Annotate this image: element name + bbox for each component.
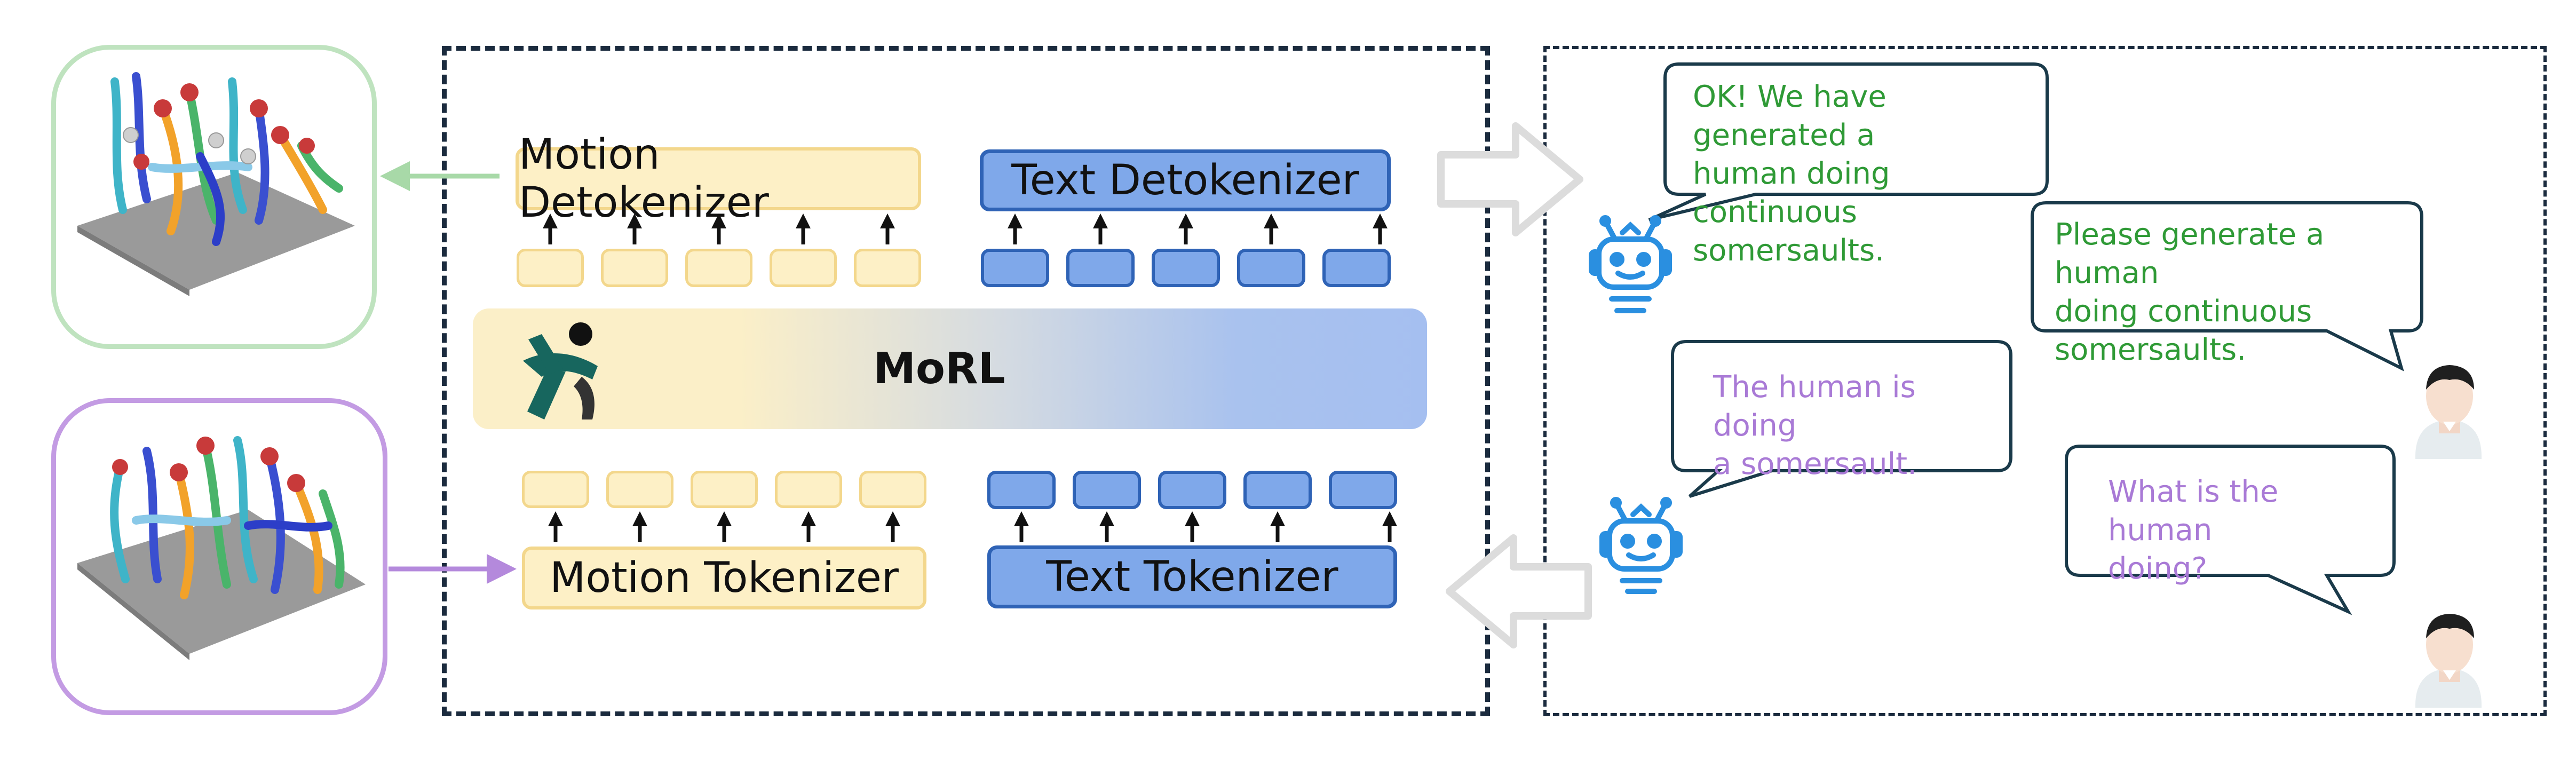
bot-caption-reply: The human is doing a somersault. bbox=[1713, 370, 1917, 481]
from-dialogue-hollow-arrow bbox=[1446, 534, 1592, 648]
motion-token bbox=[601, 249, 668, 287]
text-token bbox=[1066, 249, 1135, 287]
text-token bbox=[1329, 471, 1397, 509]
user-caption-request: What is the human doing? bbox=[2108, 474, 2279, 586]
robot-icon bbox=[1589, 215, 1672, 313]
motion-token bbox=[859, 471, 926, 508]
user-avatar bbox=[2415, 365, 2482, 459]
input-motion-arrow bbox=[389, 554, 517, 584]
text-token bbox=[1237, 249, 1305, 287]
text-token bbox=[1152, 249, 1220, 287]
user-avatar bbox=[2415, 614, 2482, 708]
motion-token bbox=[770, 249, 837, 287]
model-architecture-frame bbox=[442, 46, 1490, 716]
token-to-detokenizer-arrows bbox=[543, 213, 1388, 244]
generated-motion-render bbox=[77, 72, 355, 296]
text-token bbox=[981, 249, 1049, 287]
morl-logo-icon bbox=[523, 322, 598, 419]
text-tokenizer: Text Tokenizer bbox=[987, 545, 1397, 608]
text-detokenizer: Text Detokenizer bbox=[980, 149, 1391, 211]
motion-token bbox=[522, 471, 589, 508]
bot-generation-bubble bbox=[1648, 62, 2049, 221]
motion-token bbox=[517, 249, 584, 287]
bot-generation-reply: OK! We have generated a human doing cont… bbox=[1693, 80, 1890, 268]
output-motion-arrow bbox=[380, 161, 500, 191]
input-motion-panel bbox=[51, 398, 387, 715]
generated-motion-panel bbox=[51, 45, 377, 349]
morl-label: MoRL bbox=[873, 343, 1005, 393]
text-token bbox=[1322, 249, 1391, 287]
motion-token bbox=[775, 471, 842, 508]
user-caption-bubble bbox=[2065, 445, 2396, 615]
text-token bbox=[1158, 471, 1226, 509]
text-token bbox=[1073, 471, 1141, 509]
robot-icon bbox=[1599, 497, 1683, 594]
text-token bbox=[987, 471, 1056, 509]
bot-caption-bubble bbox=[1671, 340, 2012, 498]
text-token bbox=[1243, 471, 1312, 509]
motion-token bbox=[691, 471, 758, 508]
user-generation-request: Please generate a human doing continuous… bbox=[2055, 217, 2325, 367]
dialogue-frame bbox=[1543, 46, 2547, 716]
tokenizer-to-token-arrows bbox=[548, 511, 1397, 542]
motion-token bbox=[685, 249, 752, 287]
motion-token bbox=[606, 471, 673, 508]
to-dialogue-hollow-arrow bbox=[1437, 122, 1583, 236]
motion-token bbox=[854, 249, 921, 287]
motion-tokenizer: Motion Tokenizer bbox=[522, 547, 926, 609]
input-motion-render bbox=[77, 436, 366, 660]
user-generation-bubble bbox=[2031, 201, 2423, 371]
morl-core-model bbox=[473, 308, 1427, 429]
